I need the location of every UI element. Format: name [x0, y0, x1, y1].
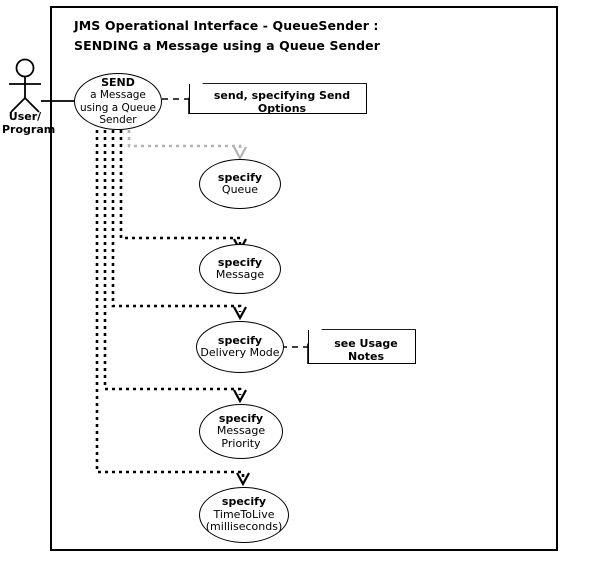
usecase-line-2: Delivery Mode — [200, 346, 280, 359]
usecase-line-4: Sender — [99, 114, 137, 126]
usecase-line-1: SEND — [101, 75, 135, 89]
usecase-line-1: specify — [218, 411, 264, 425]
usecase-send-message-queue-sender[interactable]: SEND a Message using a Queue Sender — [74, 73, 162, 130]
usecase-line-2: TimeToLive — [213, 507, 275, 521]
usecase-line-1: specify — [217, 333, 263, 347]
usecase-specify-timetolive[interactable]: specify TimeToLive (milliseconds) — [199, 487, 289, 543]
note-text: see Usage Notes — [334, 336, 398, 363]
usecase-specify-delivery-mode[interactable]: specify Delivery Mode — [196, 321, 284, 373]
diagram-title: JMS Operational Interface - QueueSender … — [74, 18, 381, 53]
usecase-line-3: Priority — [221, 436, 261, 450]
usecase-line-1: specify — [217, 170, 263, 184]
system-boundary — [50, 6, 558, 551]
usecase-line-1: specify — [221, 495, 267, 509]
note-see-usage-notes[interactable]: see Usage Notes — [308, 330, 416, 364]
usecase-line-2: Message — [216, 424, 266, 438]
usecase-line-2: Message — [215, 268, 265, 281]
usecase-line-3: (milliseconds) — [205, 520, 283, 534]
usecase-specify-message-priority[interactable]: specify Message Priority — [199, 404, 283, 459]
usecase-line-2: a Message — [90, 89, 146, 101]
usecase-line-2: Queue — [221, 183, 259, 196]
note-text: send, specifying Send Options — [213, 88, 351, 115]
usecase-specify-message[interactable]: specify Message — [199, 244, 281, 294]
usecase-specify-queue[interactable]: specify Queue — [199, 159, 281, 209]
actor-label: User/ Program — [2, 110, 56, 136]
usecase-line-3: using a Queue — [80, 101, 156, 114]
note-send-options[interactable]: send, specifying Send Options — [189, 84, 367, 115]
usecase-line-1: specify — [217, 255, 263, 269]
